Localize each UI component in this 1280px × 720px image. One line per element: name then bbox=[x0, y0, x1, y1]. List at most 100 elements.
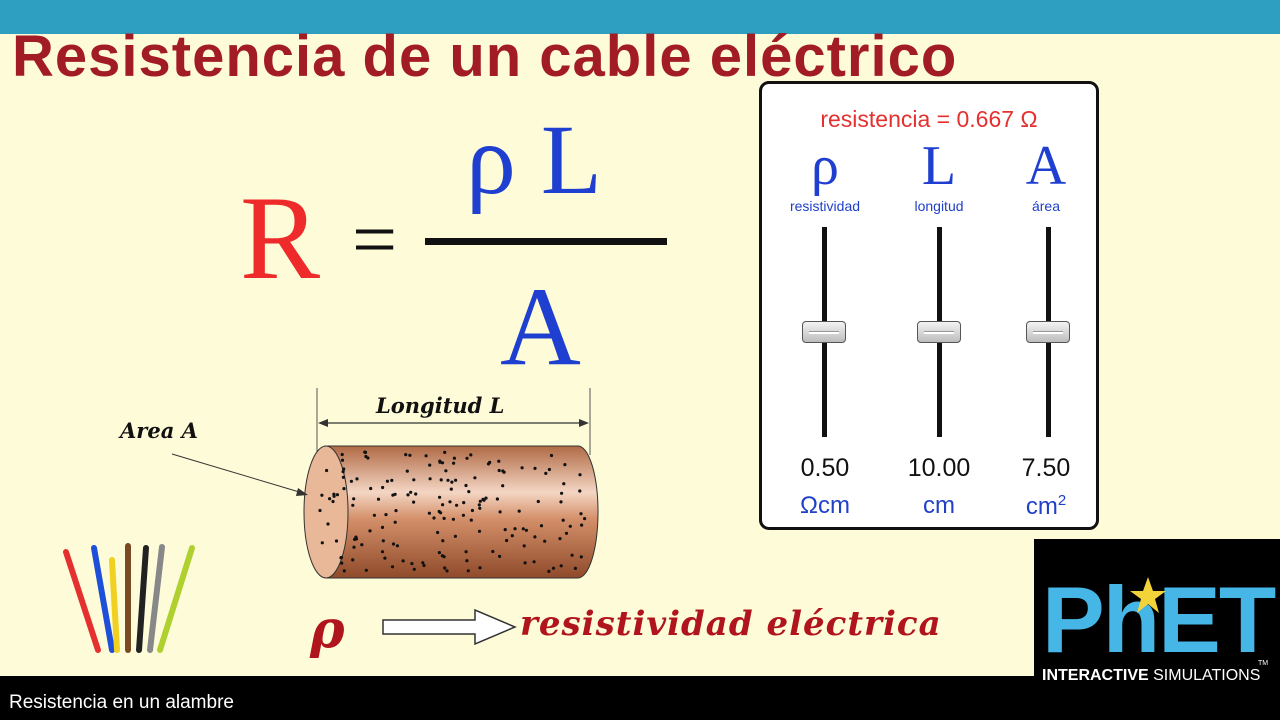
charge-dot bbox=[523, 561, 527, 565]
charge-dot bbox=[334, 539, 339, 543]
charge-dot bbox=[432, 516, 436, 520]
charge-dot bbox=[498, 554, 502, 559]
charge-dot bbox=[502, 470, 506, 474]
charge-dot bbox=[510, 534, 514, 538]
charge-dot bbox=[341, 475, 345, 479]
charge-dot bbox=[559, 500, 563, 504]
area-slider-thumb[interactable] bbox=[1026, 321, 1070, 343]
charge-dot bbox=[351, 558, 355, 562]
charge-dot bbox=[505, 538, 509, 543]
charge-dot bbox=[406, 493, 410, 497]
charge-dot bbox=[351, 503, 355, 507]
charge-dot bbox=[544, 471, 548, 475]
length-label: Longitud L bbox=[376, 393, 505, 418]
charge-dot bbox=[438, 495, 442, 499]
charge-dot bbox=[484, 496, 488, 500]
charge-dot bbox=[390, 478, 394, 482]
charge-dot bbox=[497, 468, 501, 473]
charge-dot bbox=[342, 487, 346, 491]
charge-dot bbox=[551, 566, 556, 570]
charge-dot bbox=[404, 453, 408, 457]
length-arrowhead-left bbox=[318, 419, 328, 427]
charge-dot bbox=[339, 556, 343, 560]
charge-dot bbox=[320, 493, 324, 497]
charge-dot bbox=[364, 454, 368, 459]
formula-numerator: ρ L bbox=[466, 104, 602, 215]
charge-dot bbox=[380, 550, 385, 554]
charge-dot bbox=[342, 467, 346, 471]
area-value: 7.50 bbox=[1021, 454, 1071, 482]
area-pointer-line bbox=[171, 453, 307, 495]
charge-dot bbox=[440, 461, 445, 465]
charge-dot bbox=[340, 561, 344, 565]
colored-wires-icon bbox=[63, 543, 195, 653]
charge-dot bbox=[580, 523, 584, 527]
charge-dot bbox=[442, 516, 446, 521]
charge-dot bbox=[464, 550, 468, 554]
charge-dot bbox=[473, 476, 477, 480]
charge-dot bbox=[470, 508, 474, 513]
charge-dot bbox=[532, 560, 536, 564]
simulation-panel: resistencia = 0.667 Ω ρ resistividad L l… bbox=[759, 81, 1099, 530]
charge-dot bbox=[428, 477, 432, 481]
charge-dot bbox=[331, 499, 335, 504]
charge-dot bbox=[568, 524, 572, 528]
charge-dot bbox=[477, 529, 482, 533]
charge-dot bbox=[384, 513, 388, 517]
area-pointer-arrowhead bbox=[296, 488, 308, 496]
charge-dot bbox=[522, 544, 526, 548]
charge-dot bbox=[360, 543, 364, 547]
area-label: Area A bbox=[120, 418, 198, 443]
charge-dot bbox=[452, 456, 456, 460]
charge-dot bbox=[445, 569, 449, 573]
charge-dot bbox=[363, 450, 368, 454]
charge-dot bbox=[340, 452, 344, 457]
charge-dot bbox=[539, 524, 544, 528]
charge-dot bbox=[376, 497, 381, 501]
charge-dot bbox=[478, 506, 482, 510]
charge-dot bbox=[369, 486, 373, 491]
cable-cross-section bbox=[303, 445, 349, 579]
charge-dot bbox=[498, 510, 502, 514]
charge-dot bbox=[332, 492, 336, 496]
charge-dot bbox=[393, 520, 397, 524]
charge-dot bbox=[579, 512, 583, 516]
charge-dot bbox=[428, 463, 432, 467]
charge-dot bbox=[352, 497, 356, 501]
charge-dot bbox=[478, 566, 482, 570]
charge-dot bbox=[497, 459, 501, 463]
charge-dot bbox=[469, 518, 473, 522]
charge-dot bbox=[341, 470, 345, 474]
charge-dot bbox=[549, 453, 554, 458]
resistivity-slider-thumb[interactable] bbox=[802, 321, 846, 343]
charge-dot bbox=[533, 535, 537, 539]
charge-dot bbox=[558, 537, 562, 541]
charge-dot bbox=[340, 458, 345, 462]
charge-dot bbox=[446, 478, 450, 482]
charge-dot bbox=[469, 453, 473, 457]
formula-equals-sign: = bbox=[352, 196, 398, 284]
length-slider-thumb[interactable] bbox=[917, 321, 961, 343]
length-value: 10.00 bbox=[907, 454, 971, 482]
charge-dot bbox=[570, 553, 574, 557]
phet-logo-subtitle: INTERACTIVE SIMULATIONS bbox=[1042, 667, 1261, 684]
charge-dot bbox=[422, 563, 426, 568]
legend-resistivity-text: resistividad eléctrica bbox=[520, 604, 942, 644]
charge-dot bbox=[517, 509, 521, 513]
charge-dot bbox=[477, 503, 481, 507]
area-symbol: A bbox=[1025, 135, 1067, 197]
charge-dot bbox=[355, 477, 359, 481]
charge-dot bbox=[380, 525, 385, 530]
charge-dot bbox=[320, 541, 324, 545]
charge-dot bbox=[453, 534, 457, 538]
charge-dot bbox=[578, 489, 582, 493]
resistivity-label: resistividad bbox=[789, 198, 861, 214]
charge-dot bbox=[405, 469, 409, 473]
charge-dot bbox=[395, 544, 399, 548]
charge-dot bbox=[578, 473, 582, 477]
charge-dot bbox=[467, 490, 471, 494]
charge-dot bbox=[486, 462, 491, 466]
charge-dot bbox=[563, 463, 567, 467]
area-unit: cm2 bbox=[1025, 492, 1067, 520]
phet-trademark: TM bbox=[1258, 660, 1269, 667]
